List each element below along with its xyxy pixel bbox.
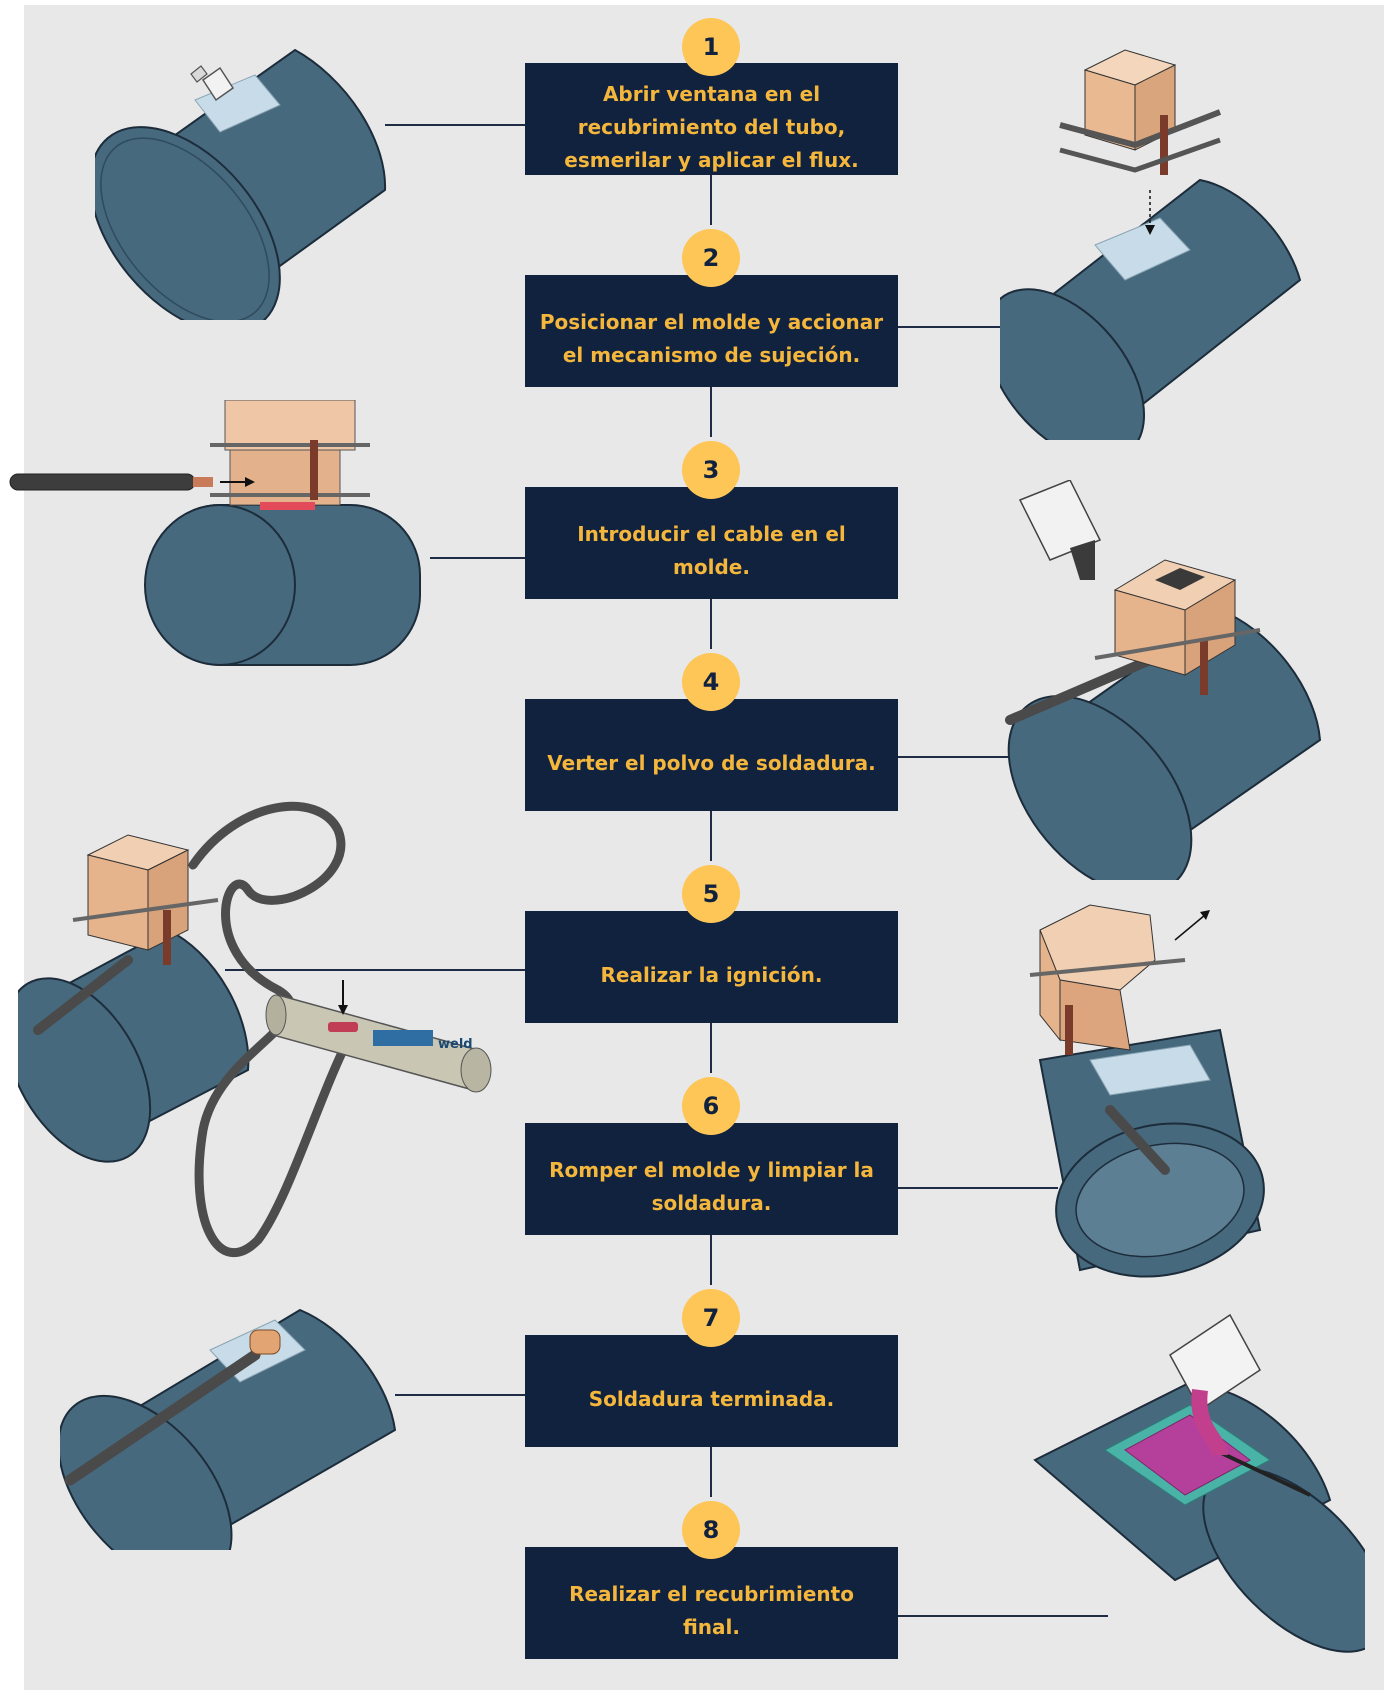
step-text-3: Introducir el cable en el molde. <box>539 518 884 584</box>
broken-mold-illustration <box>1010 900 1290 1320</box>
leader-line-3 <box>430 557 525 559</box>
leader-line-2 <box>898 326 1008 328</box>
weld-powder-pouring-illustration <box>1000 480 1340 880</box>
igniter-icon: weld <box>266 980 491 1092</box>
step-badge-3: 3 <box>682 441 740 499</box>
step-badge-8: 8 <box>682 1501 740 1559</box>
step-text-6: Romper el molde y limpiar la soldadura. <box>539 1154 884 1220</box>
connector-line <box>710 599 712 649</box>
step-text-1: Abrir ventana en el recubrimiento del tu… <box>539 78 884 177</box>
step-text-4: Verter el polvo de soldadura. <box>547 747 875 780</box>
step-badge-4: 4 <box>682 653 740 711</box>
mold-icon <box>210 400 370 510</box>
mold-icon <box>1030 905 1185 1055</box>
step-badge-2: 2 <box>682 229 740 287</box>
powder-cup-icon <box>1020 480 1100 580</box>
mold-positioning-illustration <box>1000 40 1330 440</box>
connector-line <box>710 387 712 437</box>
mold-icon <box>1060 50 1220 175</box>
pipe-window-flux-illustration <box>95 40 395 320</box>
step-box-3: Introducir el cable en el molde. <box>525 487 898 599</box>
step-box-7: Soldadura terminada. <box>525 1335 898 1447</box>
step-text-2: Posicionar el molde y accionar el mecani… <box>539 306 884 372</box>
step-text-8: Realizar el recubrimiento final. <box>539 1578 884 1644</box>
step-box-8: Realizar el recubrimiento final. <box>525 1547 898 1659</box>
weld-joint-icon <box>250 1330 280 1354</box>
step-box-2: Posicionar el molde y accionar el mecani… <box>525 275 898 387</box>
step-text-7: Soldadura terminada. <box>589 1383 835 1416</box>
connector-line <box>710 1447 712 1497</box>
connector-line <box>710 1023 712 1073</box>
step-badge-5: 5 <box>682 865 740 923</box>
step-text-5: Realizar la ignición. <box>600 959 822 992</box>
step-box-6: Romper el molde y limpiar la soldadura. <box>525 1123 898 1235</box>
step-box-5: Realizar la ignición. <box>525 911 898 1023</box>
ignition-illustration: weld <box>18 800 548 1280</box>
final-coating-illustration <box>1025 1310 1365 1690</box>
leader-line-1 <box>385 124 525 126</box>
step-box-4: Verter el polvo de soldadura. <box>525 699 898 811</box>
finished-weld-illustration <box>60 1290 420 1550</box>
step-badge-7: 7 <box>682 1289 740 1347</box>
connector-line <box>710 175 712 225</box>
step-box-1: Abrir ventana en el recubrimiento del tu… <box>525 63 898 175</box>
connector-line <box>710 811 712 861</box>
cable-insertion-illustration <box>5 400 435 670</box>
igniter-brand-text: weld <box>438 1037 473 1052</box>
connector-line <box>710 1235 712 1285</box>
step-badge-1: 1 <box>682 18 740 76</box>
step-badge-6: 6 <box>682 1077 740 1135</box>
